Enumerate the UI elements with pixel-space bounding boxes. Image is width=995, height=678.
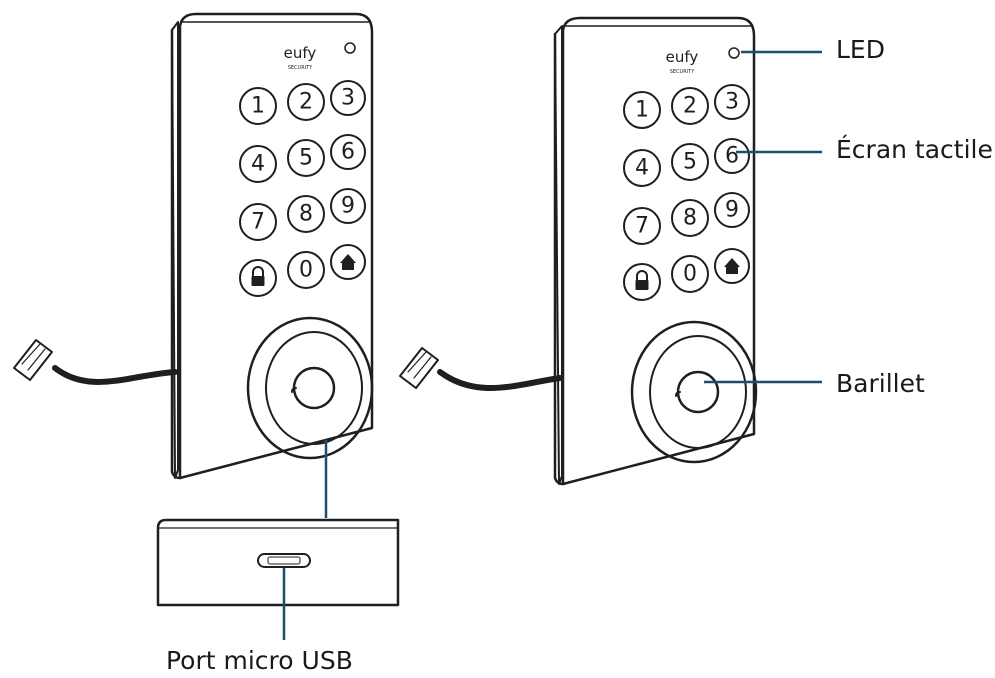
left-brand-logo: eufy — [284, 44, 317, 62]
svg-text:3: 3 — [341, 86, 355, 111]
left-keypad-device: eufy SECURITY 1 2 3 4 5 6 7 8 9 0 — [13, 12, 374, 480]
svg-text:1: 1 — [635, 98, 649, 123]
svg-text:4: 4 — [251, 152, 265, 177]
left-cable-connector — [13, 339, 53, 381]
usb-port-label: Port micro USB — [166, 646, 353, 675]
right-keypad: 1 2 3 4 5 6 7 8 9 0 — [623, 84, 750, 301]
usb-port-icon — [257, 553, 311, 568]
svg-text:7: 7 — [251, 210, 265, 235]
right-keypad-device: eufy SECURITY 1 2 3 4 5 6 7 8 9 0 — [399, 16, 758, 486]
left-led-icon — [344, 42, 356, 54]
svg-text:9: 9 — [341, 194, 355, 219]
svg-text:2: 2 — [683, 94, 697, 119]
svg-text:6: 6 — [725, 144, 739, 169]
usb-module — [156, 518, 400, 607]
svg-text:3: 3 — [725, 90, 739, 115]
right-lock-key-icon — [623, 263, 661, 301]
touchscreen-label: Écran tactile — [836, 135, 993, 164]
svg-text:0: 0 — [683, 262, 697, 287]
left-lock-key-icon — [239, 259, 277, 297]
right-cable-connector — [399, 347, 439, 389]
cylinder-label: Barillet — [836, 369, 925, 398]
led-label: LED — [836, 35, 885, 64]
left-cable — [52, 365, 178, 385]
svg-text:6: 6 — [341, 140, 355, 165]
left-brand-sub: SECURITY — [288, 65, 313, 71]
svg-text:0: 0 — [299, 258, 313, 283]
right-cable — [437, 369, 563, 391]
right-led-icon — [728, 47, 740, 59]
right-home-key-icon — [714, 248, 750, 284]
svg-text:9: 9 — [725, 198, 739, 223]
left-keypad: 1 2 3 4 5 6 7 8 9 0 — [239, 80, 366, 297]
right-cylinder — [630, 320, 758, 464]
svg-text:2: 2 — [299, 90, 313, 115]
svg-text:8: 8 — [683, 206, 697, 231]
svg-text:5: 5 — [299, 146, 313, 171]
svg-text:5: 5 — [683, 150, 697, 175]
svg-text:4: 4 — [635, 156, 649, 181]
right-brand-logo: eufy — [666, 48, 699, 66]
right-device-front — [561, 16, 756, 486]
left-cylinder — [246, 316, 374, 460]
svg-text:1: 1 — [251, 94, 265, 119]
svg-text:8: 8 — [299, 202, 313, 227]
left-device-front — [178, 12, 374, 480]
svg-text:7: 7 — [635, 214, 649, 239]
right-brand-sub: SECURITY — [670, 69, 695, 75]
left-home-key-icon — [330, 244, 366, 280]
